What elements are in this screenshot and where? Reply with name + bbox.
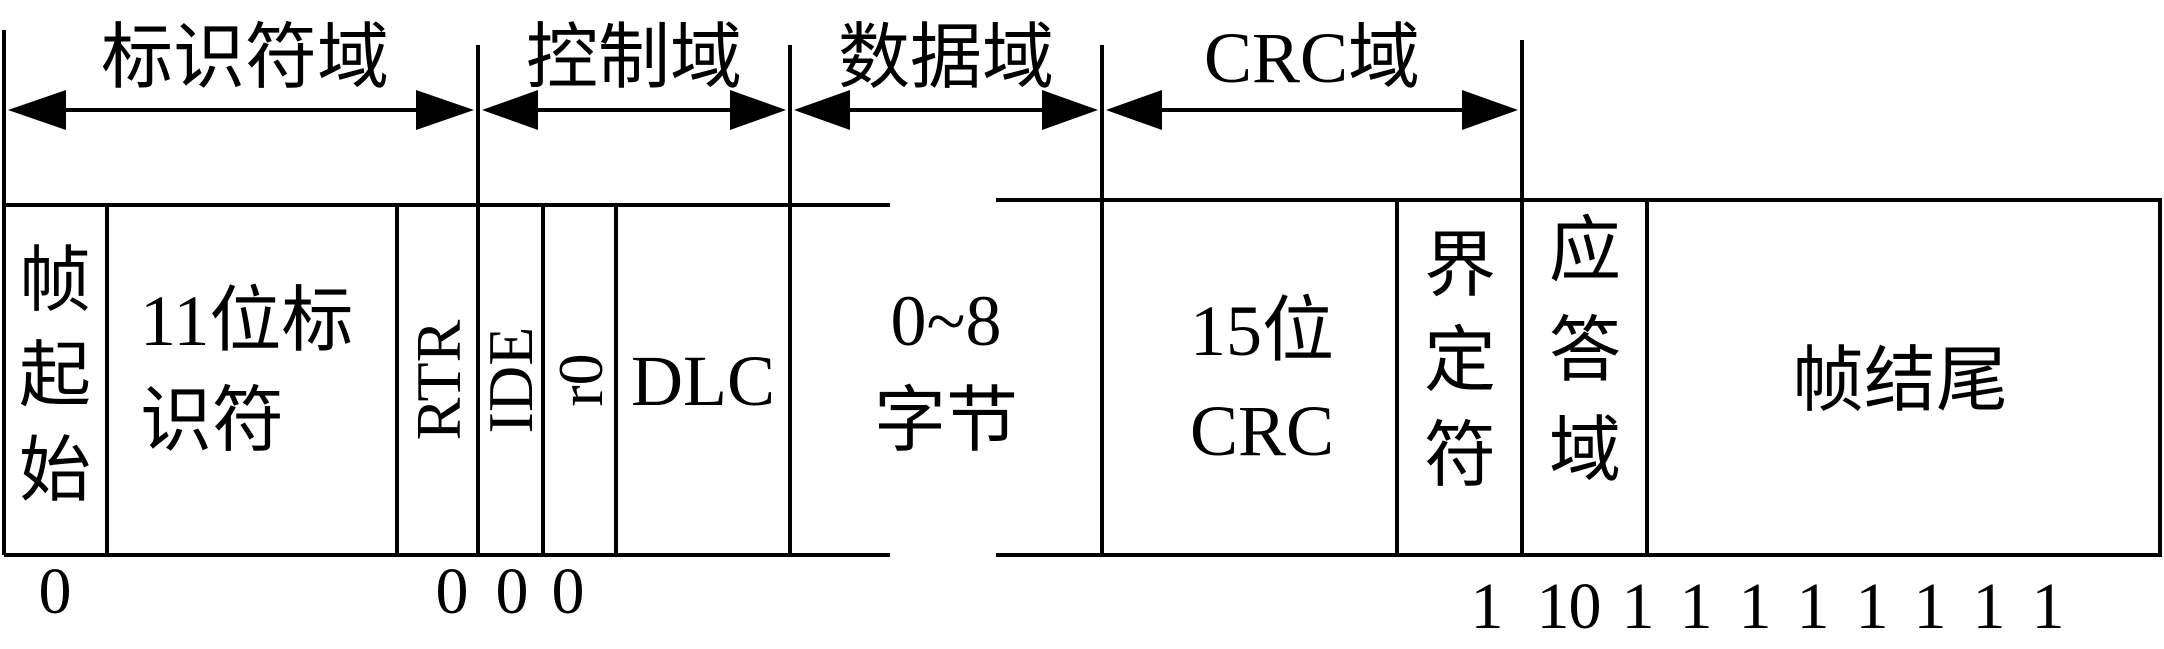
field-crc: 15位 CRC [1190, 291, 1334, 471]
field-rtr: RTR [403, 319, 474, 440]
field-sof: 帧 起 始 [19, 241, 91, 511]
field-identifier-line-1: 11位标 [140, 281, 353, 361]
region-control-label: 控制域 [526, 18, 742, 98]
bit-ack-delimiter: 1 [1622, 570, 1655, 643]
bit-eof: 1 [1914, 570, 1947, 643]
field-crc-delimiter-char-2: 定 [1424, 321, 1496, 401]
field-ack: 应 答 域 [1549, 211, 1621, 491]
bit-eof: 1 [1680, 570, 1713, 643]
region-arrows [8, 90, 1518, 130]
field-r0: r0 [545, 353, 616, 406]
bit-eof: 1 [1856, 570, 1889, 643]
field-crc-line-1: 15位 [1190, 291, 1334, 371]
frame-outline [4, 198, 2162, 557]
field-ack-char-1: 应 [1549, 211, 1621, 291]
bit-r0: 0 [552, 555, 585, 628]
field-dividers [2, 200, 1649, 555]
bit-eof: 1 [1973, 570, 2006, 643]
field-identifier-line-2: 识符 [140, 381, 284, 461]
bit-ide: 0 [496, 555, 529, 628]
field-crc-delimiter-char-1: 界 [1424, 226, 1496, 306]
field-eof: 帧结尾 [1792, 341, 2008, 421]
bit-ack-slot: 1 [1537, 570, 1570, 643]
field-ack-char-2: 答 [1549, 311, 1621, 391]
bit-sof: 0 [39, 555, 72, 628]
bit-eof: 1 [1739, 570, 1772, 643]
field-crc-line-2: CRC [1190, 391, 1334, 471]
bit-eof: 1 [2032, 570, 2065, 643]
field-crc-delimiter-char-3: 符 [1424, 416, 1496, 496]
field-sof-char-3: 始 [19, 431, 91, 511]
bit-crc-delimiter: 1 [1471, 570, 1504, 643]
bit-eof: 1 [1797, 570, 1830, 643]
field-sof-char-1: 帧 [19, 241, 91, 321]
bit-rtr: 0 [436, 555, 469, 628]
field-sof-char-2: 起 [19, 336, 91, 416]
field-dlc: DLC [631, 341, 775, 421]
bit-values: 0 0 0 0 1 1 0 1 1 1 1 1 1 1 1 [39, 555, 2065, 643]
bit-ack-rest: 0 [1569, 570, 1602, 643]
field-data-line-1: 0~8 [891, 281, 1002, 361]
field-ide: IDE [475, 327, 546, 434]
field-crc-delimiter: 界 定 符 [1424, 226, 1496, 496]
region-boundaries [2, 30, 1524, 555]
field-identifier: 11位标 识符 [140, 281, 353, 461]
field-ack-char-3: 域 [1549, 411, 1621, 491]
region-crc-label: CRC域 [1204, 18, 1420, 98]
region-data-label: 数据域 [838, 18, 1054, 98]
field-data-line-2: 字节 [874, 381, 1018, 461]
field-data: 0~8 字节 [874, 281, 1018, 461]
region-identifier-label: 标识符域 [101, 18, 389, 98]
